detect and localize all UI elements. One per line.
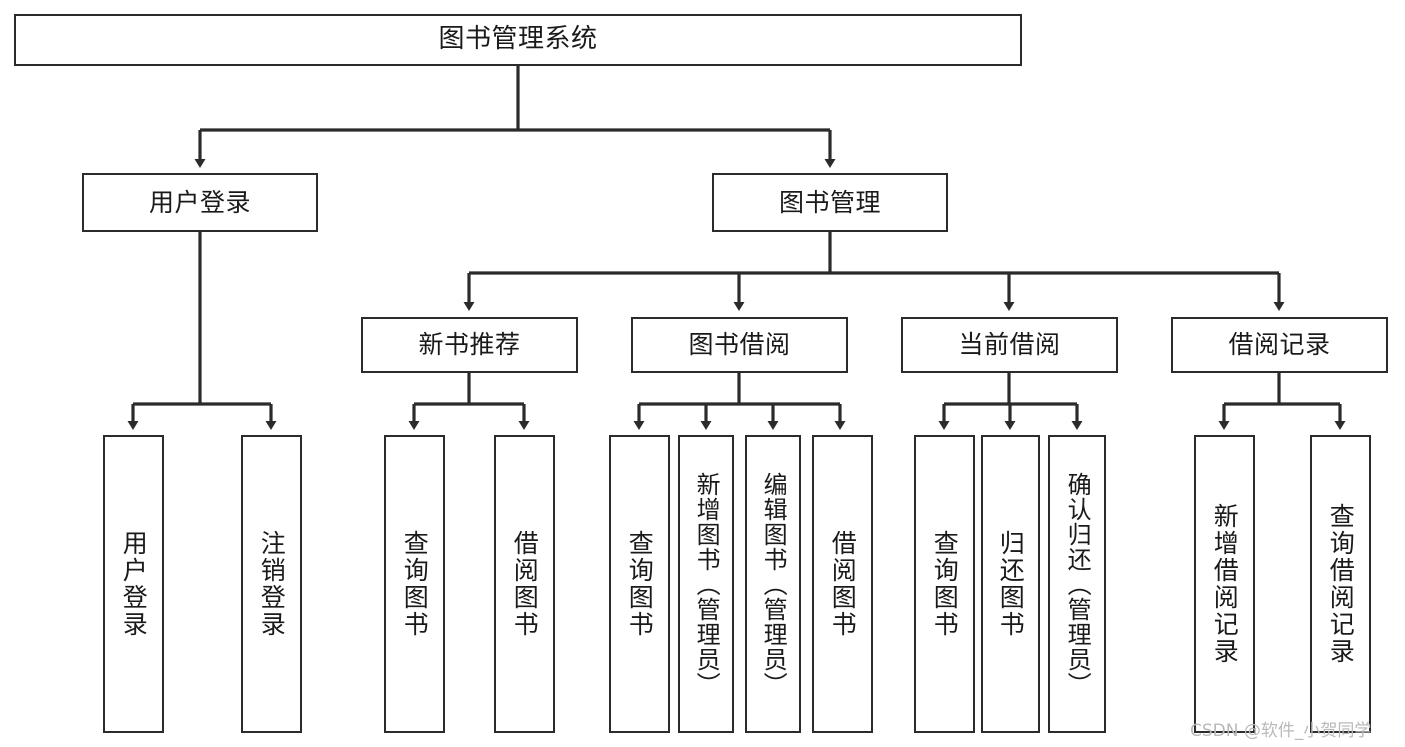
node-leaf-add-book-label: 新增图书（管理员） [692, 471, 721, 697]
node-leaf-query-record[interactable]: 查询借阅记录 [1310, 435, 1371, 733]
node-leaf-edit-book[interactable]: 编辑图书（管理员） [745, 435, 801, 733]
node-book-borrow[interactable]: 图书借阅 [631, 317, 848, 373]
node-leaf-query-book-1[interactable]: 查询图书 [384, 435, 445, 733]
node-leaf-borrow-book-2[interactable]: 借阅图书 [812, 435, 873, 733]
node-book-borrow-label: 图书借阅 [688, 330, 791, 359]
node-user-login-label: 用户登录 [148, 187, 251, 217]
node-leaf-user-login-label: 用户登录 [119, 530, 149, 638]
node-leaf-borrow-book-2-label: 借阅图书 [828, 530, 858, 638]
node-leaf-query-book-1-label: 查询图书 [400, 530, 430, 638]
node-leaf-query-record-label: 查询借阅记录 [1326, 503, 1356, 665]
node-leaf-query-book-2-label: 查询图书 [625, 530, 655, 638]
node-leaf-logout[interactable]: 注销登录 [241, 435, 302, 733]
node-new-book-rec-label: 新书推荐 [418, 330, 521, 359]
node-leaf-query-book-2[interactable]: 查询图书 [609, 435, 670, 733]
node-new-book-rec[interactable]: 新书推荐 [361, 317, 578, 373]
node-leaf-query-book-3-label: 查询图书 [930, 530, 960, 638]
node-leaf-user-login[interactable]: 用户登录 [103, 435, 164, 733]
node-borrow-record-label: 借阅记录 [1228, 330, 1331, 359]
node-leaf-return-book-label: 归还图书 [996, 530, 1026, 638]
node-leaf-borrow-book-1-label: 借阅图书 [510, 530, 540, 638]
node-current-borrow-label: 当前借阅 [958, 330, 1061, 359]
node-current-borrow[interactable]: 当前借阅 [901, 317, 1118, 373]
node-leaf-add-book[interactable]: 新增图书（管理员） [678, 435, 734, 733]
node-leaf-logout-label: 注销登录 [257, 530, 287, 638]
node-book-manage[interactable]: 图书管理 [712, 173, 948, 232]
node-leaf-borrow-book-1[interactable]: 借阅图书 [494, 435, 555, 733]
node-leaf-add-record[interactable]: 新增借阅记录 [1194, 435, 1255, 733]
node-borrow-record[interactable]: 借阅记录 [1171, 317, 1388, 373]
watermark-text: CSDN @软件_小贺同学 [1190, 721, 1372, 741]
node-leaf-return-book[interactable]: 归还图书 [981, 435, 1040, 733]
node-leaf-add-record-label: 新增借阅记录 [1210, 503, 1240, 665]
node-user-login[interactable]: 用户登录 [82, 173, 318, 232]
node-root-label: 图书管理系统 [438, 24, 598, 55]
node-leaf-query-book-3[interactable]: 查询图书 [914, 435, 975, 733]
node-book-manage-label: 图书管理 [778, 187, 881, 217]
node-leaf-confirm-return-label: 确认归还（管理员） [1063, 471, 1092, 697]
node-leaf-edit-book-label: 编辑图书（管理员） [759, 471, 788, 697]
node-root[interactable]: 图书管理系统 [14, 14, 1022, 66]
node-leaf-confirm-return[interactable]: 确认归还（管理员） [1048, 435, 1106, 733]
